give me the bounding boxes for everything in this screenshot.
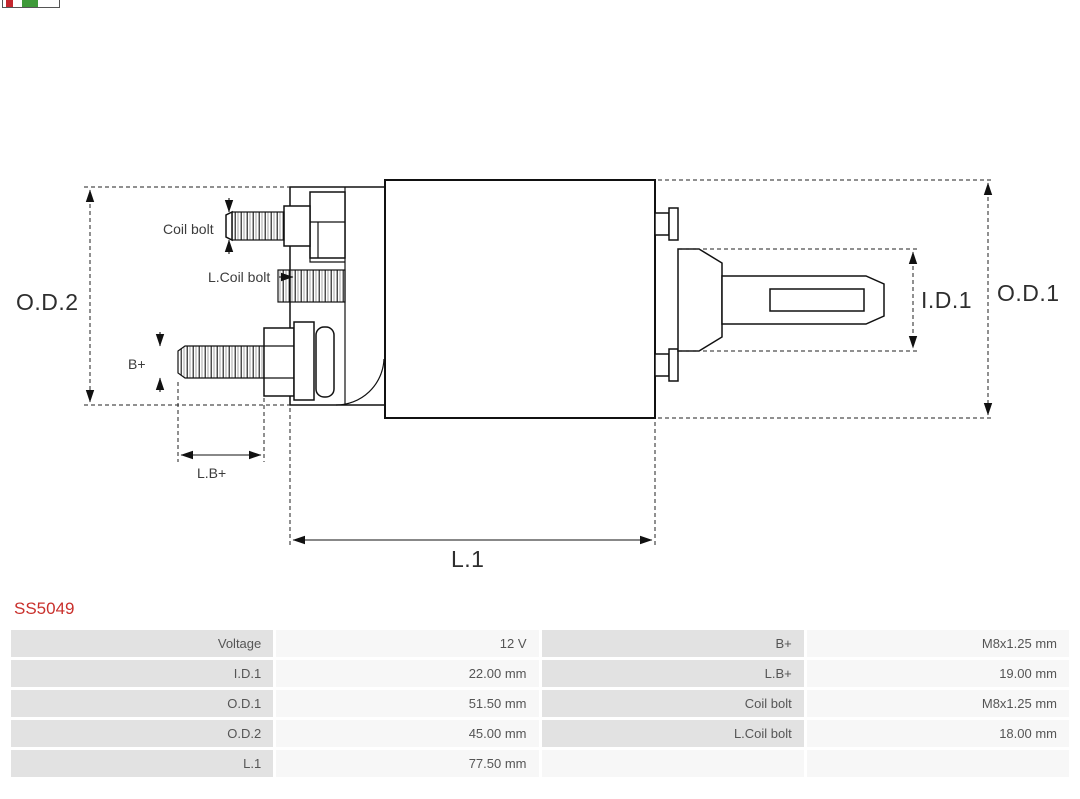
spec-value: 45.00 mm <box>276 720 539 747</box>
b-plus-spacer <box>293 321 315 401</box>
coil-bolt-stud <box>231 211 285 241</box>
dimension-b-plus: B+ <box>128 332 165 392</box>
spec-label: L.1 <box>11 750 274 777</box>
table-row: L.1 77.50 mm <box>11 750 1069 777</box>
spec-label: B+ <box>541 630 804 657</box>
spec-value-empty <box>806 750 1069 777</box>
logo-fragment <box>2 0 60 8</box>
technical-drawing-svg: O.D.2 O.D.1 I.D.1 L.1 L.B+ <box>16 179 1060 572</box>
logo-red-mark <box>6 0 13 7</box>
solenoid-technical-drawing: O.D.2 O.D.1 I.D.1 L.1 L.B+ <box>16 179 1060 572</box>
spec-label: Voltage <box>11 630 274 657</box>
terminal-block <box>309 191 346 259</box>
spec-value: 51.50 mm <box>276 690 539 717</box>
dimension-od2: O.D.2 <box>16 186 290 406</box>
rear-terminals <box>654 207 679 382</box>
rear-terminal-top-cap <box>668 207 679 241</box>
plunger <box>677 248 885 352</box>
b-plus-washer <box>315 326 335 398</box>
dimension-od1: O.D.1 <box>658 179 1060 419</box>
spec-value: 12 V <box>276 630 539 657</box>
dimension-l1: L.1 <box>289 408 656 572</box>
table-row: O.D.1 51.50 mm Coil bolt M8x1.25 mm <box>11 690 1069 717</box>
b-plus-label: B+ <box>128 356 146 372</box>
dimension-coil-bolt: Coil bolt <box>163 198 234 254</box>
spec-value: 77.50 mm <box>276 750 539 777</box>
l-coil-bolt-bushing <box>277 269 346 303</box>
plunger-slot <box>769 288 865 312</box>
spec-value: 22.00 mm <box>276 660 539 687</box>
solenoid-body <box>384 179 656 419</box>
spec-label: L.Coil bolt <box>541 720 804 747</box>
spec-value: 18.00 mm <box>806 720 1069 747</box>
od2-label: O.D.2 <box>16 289 79 315</box>
table-row: I.D.1 22.00 mm L.B+ 19.00 mm <box>11 660 1069 687</box>
coil-bolt-tip <box>225 210 233 242</box>
solenoid-end-cap <box>177 186 386 406</box>
spec-table: Voltage 12 V B+ M8x1.25 mm I.D.1 22.00 m… <box>8 627 1072 780</box>
rear-terminal-bottom-stud <box>654 353 670 377</box>
spec-label: I.D.1 <box>11 660 274 687</box>
coil-bolt-flange <box>283 205 311 247</box>
id1-label: I.D.1 <box>921 287 972 313</box>
spec-value: M8x1.25 mm <box>806 630 1069 657</box>
spec-label: L.B+ <box>541 660 804 687</box>
spec-label: O.D.1 <box>11 690 274 717</box>
dimension-lb-plus: L.B+ <box>177 382 265 481</box>
logo-green-mark <box>22 0 38 7</box>
rear-terminal-bottom-cap <box>668 348 679 382</box>
spec-label: Coil bolt <box>541 690 804 717</box>
terminal-block-step <box>309 246 345 263</box>
table-row: O.D.2 45.00 mm L.Coil bolt 18.00 mm <box>11 720 1069 747</box>
l1-label: L.1 <box>451 546 484 572</box>
coil-bolt-label: Coil bolt <box>163 221 214 237</box>
table-row: Voltage 12 V B+ M8x1.25 mm <box>11 630 1069 657</box>
spec-value: M8x1.25 mm <box>806 690 1069 717</box>
spec-value: 19.00 mm <box>806 660 1069 687</box>
dimension-l-coil-bolt: L.Coil bolt <box>208 269 294 285</box>
part-code: SS5049 <box>14 599 75 618</box>
plunger-collar <box>677 248 723 352</box>
lb-plus-label: L.B+ <box>197 465 226 481</box>
spec-label-empty <box>541 750 804 777</box>
l-coil-bolt-label: L.Coil bolt <box>208 269 270 285</box>
b-plus-hex-nut <box>263 327 295 397</box>
od1-label: O.D.1 <box>997 280 1060 306</box>
end-cap-fillet-arc <box>335 358 385 406</box>
rear-terminal-top-stud <box>654 212 670 236</box>
dimension-id1: I.D.1 <box>682 248 972 352</box>
spec-label: O.D.2 <box>11 720 274 747</box>
b-plus-stud <box>177 345 265 379</box>
